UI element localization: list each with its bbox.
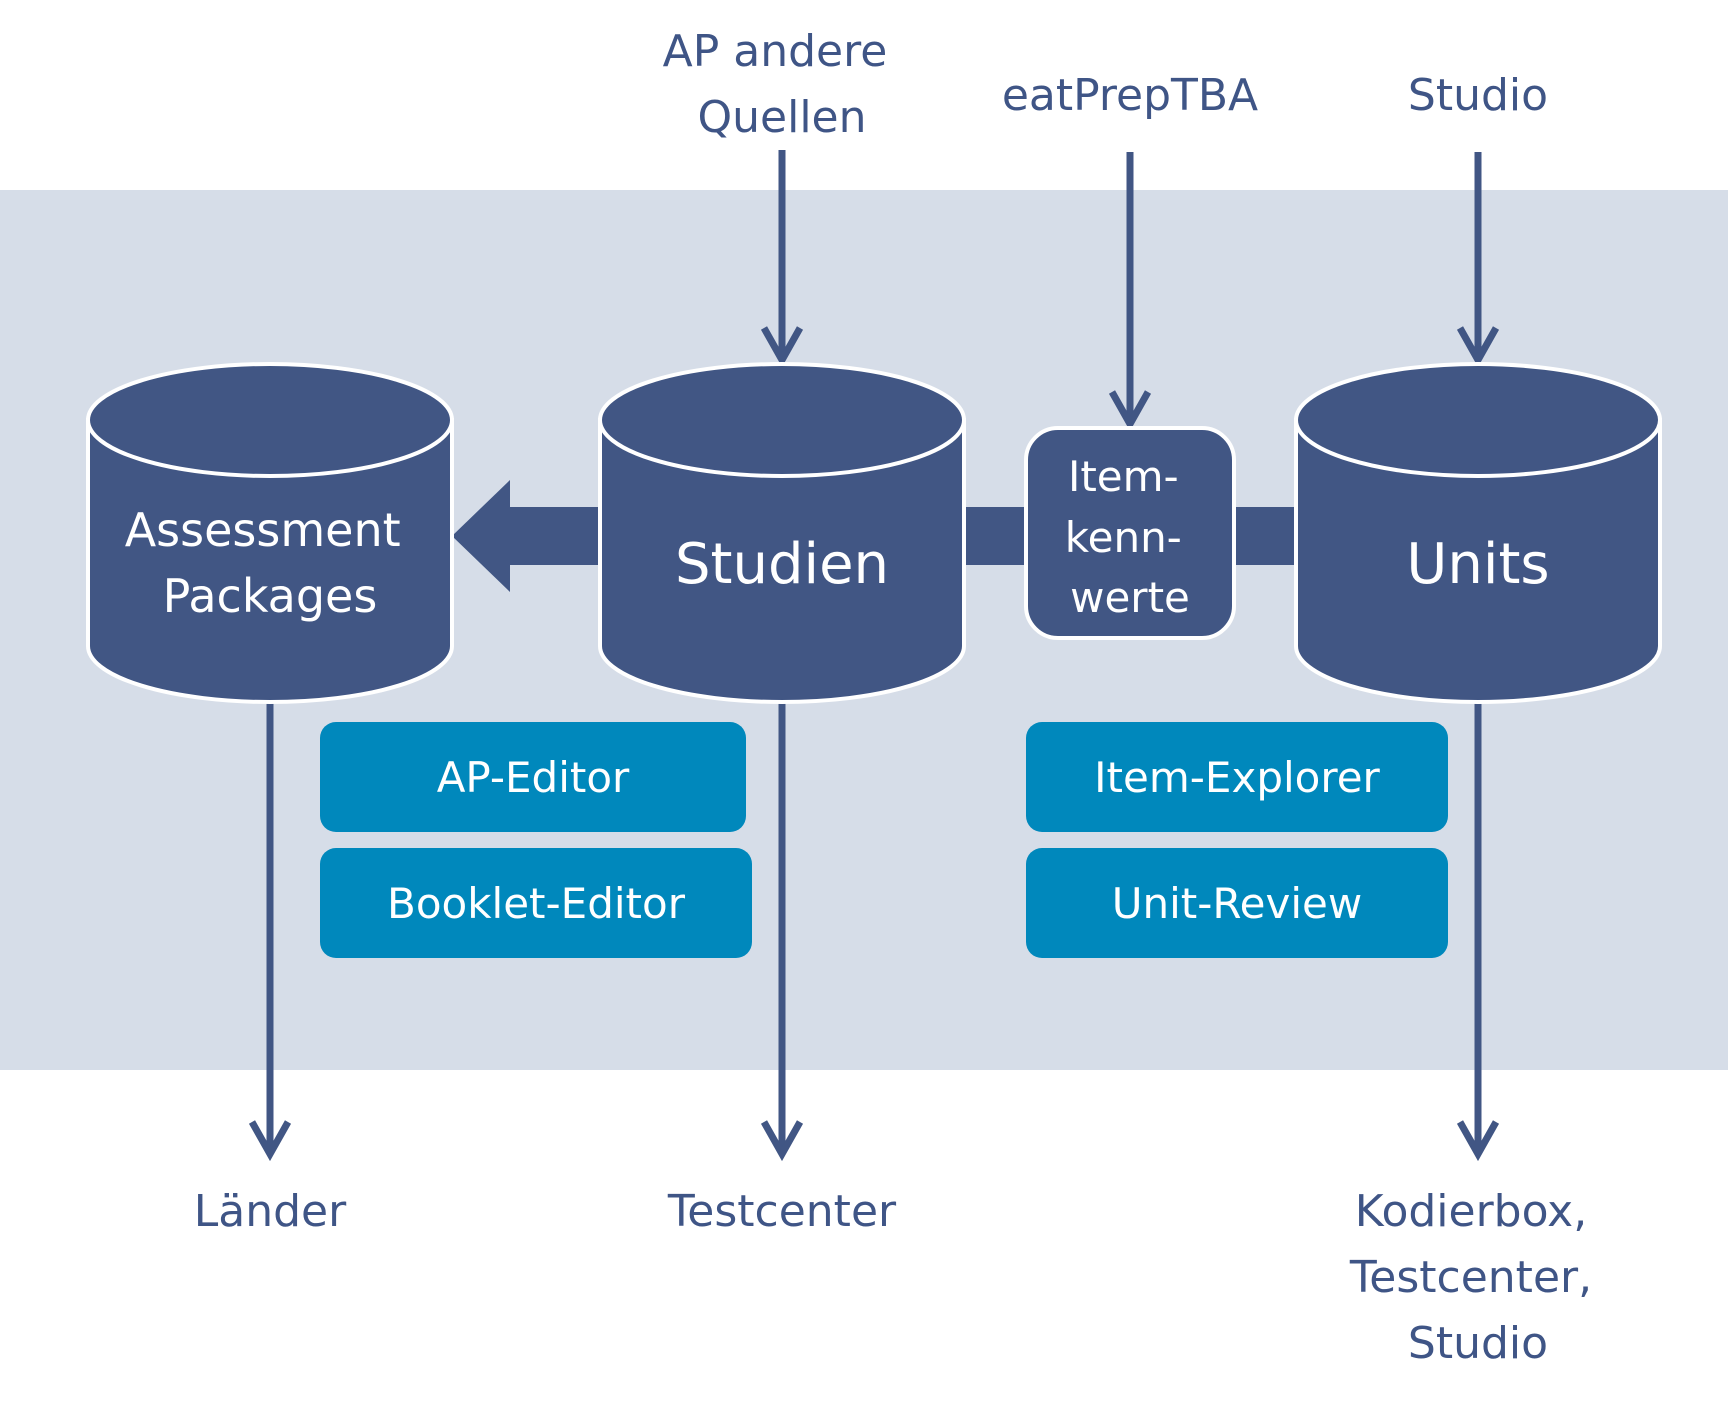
source-ap-andere: AP andere Quellen [663,26,902,143]
connector-itemkennwerte-units [1230,507,1300,565]
arrow-to-testcenter [760,690,804,1162]
svg-text:AP-Editor: AP-Editor [437,753,630,802]
source-studio: Studio [1408,70,1548,121]
arrow-to-laender [248,690,292,1162]
booklet-editor-box: Booklet-Editor [320,848,752,958]
target-testcenter: Testcenter [667,1186,897,1237]
target-laender: Länder [194,1186,347,1237]
source-eatpreptba: eatPrepTBA [1002,70,1258,121]
svg-text:Item-Explorer: Item-Explorer [1094,753,1380,802]
connector-studien-itemkennwerte [960,507,1030,565]
arrow-to-kodierbox [1456,690,1500,1162]
svg-text:Assessment Packages: Assessment Packages [125,503,416,623]
itemkennwerte-box: Item- kenn- werte [1024,426,1236,640]
unit-review-box: Unit-Review [1026,848,1448,958]
arrow-into-studien [760,150,804,368]
svg-text:Booklet-Editor: Booklet-Editor [387,879,686,928]
target-kodierbox-testcenter-studio: Kodierbox, Testcenter, Studio [1349,1186,1606,1369]
arrow-into-units [1456,152,1500,368]
item-explorer-box: Item-Explorer [1026,722,1448,832]
ap-editor-box: AP-Editor [320,722,746,832]
arrow-studien-to-assessment [452,480,600,592]
svg-text:Studien: Studien [675,532,889,597]
svg-text:Item- kenn- werte: Item- kenn- werte [1065,452,1195,622]
cylinder-units: Units [1294,362,1662,704]
cylinder-studien: Studien [598,362,966,704]
svg-text:Unit-Review: Unit-Review [1112,879,1363,928]
cylinder-assessment-packages: Assessment Packages [86,362,454,704]
arrow-into-itemkennwerte [1108,152,1152,432]
svg-text:Units: Units [1406,532,1549,597]
